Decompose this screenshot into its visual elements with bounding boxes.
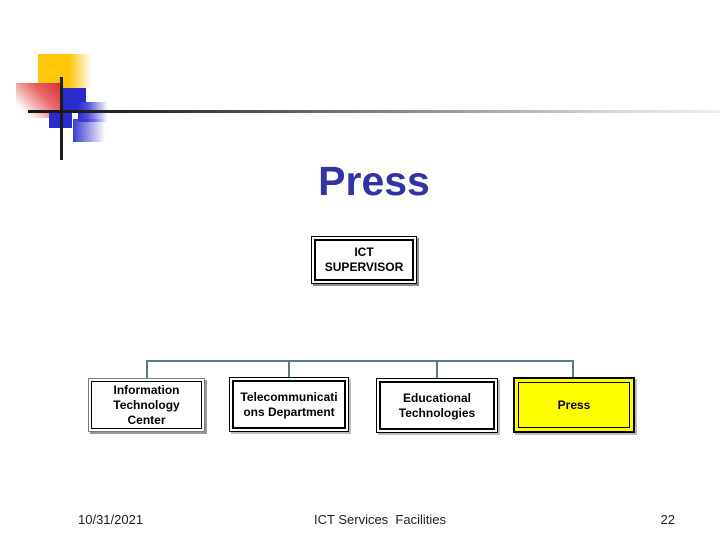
org-box-telecommunications-department: Telecommunicati ons Department <box>229 377 349 432</box>
org-box-press: Press <box>513 377 635 433</box>
footer-page-number: 22 <box>660 512 675 527</box>
ornament-yellow-square <box>38 54 92 88</box>
ornament-vertical-line <box>60 77 63 160</box>
org-box-information-technology-center: Information Technology Center <box>88 378 205 432</box>
ornament-horizontal-rule <box>28 110 720 113</box>
connector-horizontal-line <box>146 360 574 362</box>
org-box-educational-technologies: Educational Technologies <box>376 378 498 433</box>
connector-drop-educational-technologies <box>436 360 438 379</box>
org-box-label-line: SUPERVISOR <box>324 260 404 274</box>
org-box-label-line: Technologies <box>398 405 476 420</box>
org-box-label-line: ICT <box>354 245 374 259</box>
org-box-label-line: Information <box>113 382 180 397</box>
org-box-ict-supervisor-label: ICT SUPERVISOR <box>314 239 414 281</box>
org-box-label-line: Press <box>557 397 591 412</box>
org-box-telecommunications-department-label: Telecommunicati ons Department <box>232 380 346 429</box>
org-box-press-label: Press <box>518 382 630 428</box>
connector-drop-telecommunications-department <box>288 360 290 378</box>
org-box-label-line: Educational <box>402 390 471 405</box>
ornament-blue-fade-square-lower <box>73 119 107 142</box>
org-box-label-line: Technology <box>113 397 180 412</box>
connector-drop-information-technology-center <box>146 360 148 379</box>
org-box-ict-supervisor: ICT SUPERVISOR <box>311 236 417 284</box>
footer-title: ICT Services Facilities <box>314 512 446 527</box>
org-box-label-line: Telecommunicati <box>240 389 338 404</box>
slide-title: Press <box>318 158 430 204</box>
org-box-information-technology-center-label: Information Technology Center <box>91 381 202 429</box>
org-box-label-line: Center <box>127 412 166 427</box>
footer-date: 10/31/2021 <box>78 512 144 527</box>
connector-drop-press <box>572 360 574 378</box>
org-box-educational-technologies-label: Educational Technologies <box>379 381 495 430</box>
org-box-label-line: ons Department <box>243 404 335 419</box>
